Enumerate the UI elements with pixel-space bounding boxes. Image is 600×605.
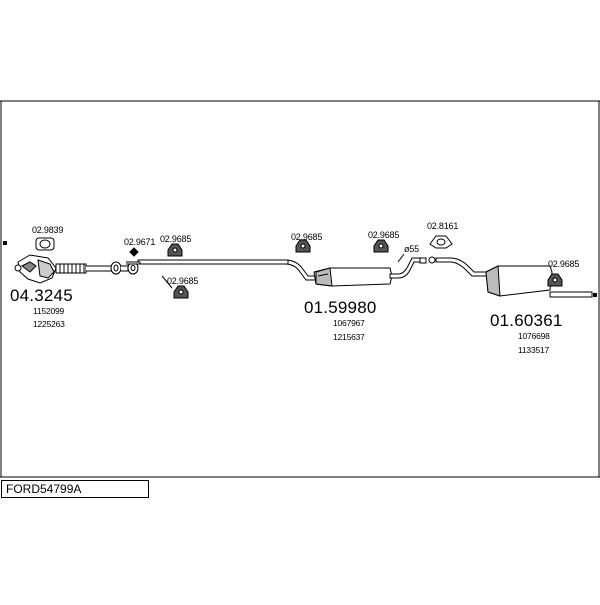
gasket-front-drawing: [35, 237, 55, 251]
hanger-5-drawing: [547, 273, 563, 287]
title-box: FORD54799A: [1, 480, 149, 498]
catalyst-part-number: 04.3245: [10, 286, 73, 305]
middle-silencer-drawing: [313, 267, 393, 287]
diagram-title: FORD54799A: [6, 482, 82, 496]
gasket-front-label: 02.9839: [32, 225, 64, 235]
pipe-diameter-label: ø55: [404, 244, 419, 254]
hanger-2-drawing: [173, 285, 189, 299]
frame-marker-left: [3, 241, 7, 245]
tailpipe: [549, 291, 593, 298]
hanger-1-label: 02.9685: [160, 234, 192, 244]
hanger-2-leader: [161, 275, 173, 289]
gasket-rear-drawing: [429, 235, 453, 249]
clamp-part-drawing: [126, 247, 141, 265]
catalyst-drawing: [14, 254, 57, 284]
intermediate-pipe-body: [137, 259, 289, 265]
diameter-mark-drawing: [397, 253, 405, 263]
middle-silencer-part-number: 01.59980: [304, 298, 377, 317]
hanger-3-drawing: [295, 239, 311, 253]
hanger-4-drawing: [373, 239, 389, 253]
hanger-4-label: 02.9685: [368, 230, 400, 240]
rear-silencer-drawing: [485, 265, 553, 297]
mid-rear-pipe: [389, 257, 421, 279]
mid-rear-joint: [419, 257, 427, 264]
front-pipe-stub: [121, 265, 129, 272]
clamp-label: 02.9671: [124, 237, 156, 247]
rear-inlet-pipe: [435, 257, 489, 277]
rear-silencer-ref-2: 1133517: [518, 345, 550, 355]
middle-silencer-ref-2: 1215637: [333, 332, 365, 342]
frame-marker-right: [593, 293, 597, 297]
rear-silencer-ref-1: 1076698: [518, 331, 550, 341]
middle-silencer-ref-1: 1067967: [333, 318, 365, 328]
hanger-1-drawing: [167, 243, 183, 257]
hanger-2-label: 02.9685: [167, 276, 199, 286]
rear-flange-ring: [428, 256, 436, 264]
catalyst-ref-2: 1225263: [33, 319, 65, 329]
hanger-5-label: 02.9685: [548, 259, 580, 269]
rear-silencer-part-number: 01.60361: [490, 311, 563, 330]
front-pipe: [86, 265, 113, 272]
gasket-rear-label: 02.8161: [427, 221, 459, 231]
hanger-3-label: 02.9685: [291, 232, 323, 242]
catalyst-ref-1: 1152099: [33, 306, 65, 316]
flex-pipe-drawing: [55, 263, 87, 274]
clamp-drawing: [110, 261, 122, 275]
